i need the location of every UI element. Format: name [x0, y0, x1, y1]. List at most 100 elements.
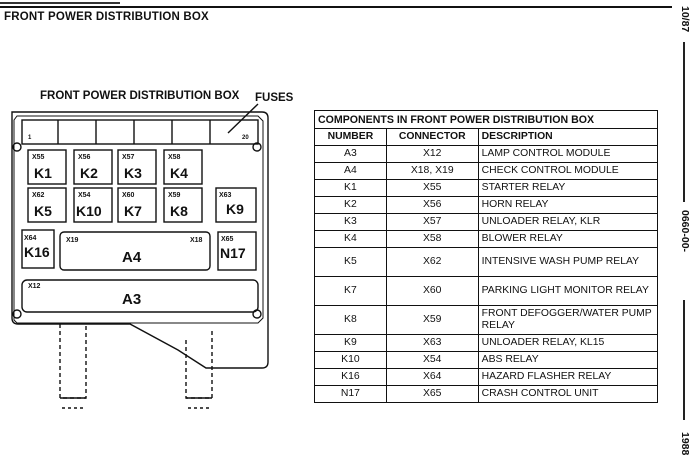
- relay-k8-label: K8: [170, 203, 188, 219]
- page-title: FRONT POWER DISTRIBUTION BOX: [4, 11, 209, 23]
- box-housing-outer: [11, 111, 269, 369]
- relay-k4: [163, 149, 203, 185]
- relay-k4-label: K4: [170, 165, 188, 181]
- relay-k5: [27, 187, 67, 223]
- module-a4-connector-left: X19: [66, 237, 79, 244]
- cell-number: K2: [314, 196, 387, 214]
- relay-k9-label: K9: [226, 201, 244, 217]
- relay-k9: [215, 187, 257, 223]
- cell-connector: X58: [385, 230, 479, 248]
- relay-k4-connector: X58: [168, 154, 181, 161]
- cell-description: HORN RELAY: [477, 196, 659, 214]
- cell-connector: X65: [385, 385, 479, 403]
- cell-description: CRASH CONTROL UNIT: [477, 385, 659, 403]
- relay-k7-connector: X60: [122, 192, 135, 199]
- table-caption-row: COMPONENTS IN FRONT POWER DISTRIBUTION B…: [314, 110, 658, 129]
- relay-k8-connector: X59: [168, 192, 181, 199]
- cell-number: A4: [314, 162, 387, 180]
- cell-number: K9: [314, 334, 387, 352]
- cell-description: LAMP CONTROL MODULE: [477, 145, 659, 163]
- cell-connector: X55: [385, 179, 479, 197]
- cell-number: K5: [314, 247, 387, 277]
- relay-k1-label: K1: [34, 165, 52, 181]
- cell-number: K3: [314, 213, 387, 231]
- cell-connector: X54: [385, 351, 479, 369]
- relay-k2: [73, 149, 113, 185]
- table-caption: COMPONENTS IN FRONT POWER DISTRIBUTION B…: [314, 110, 658, 129]
- module-k16-label: K16: [24, 244, 50, 260]
- cell-description: PARKING LIGHT MONITOR RELAY: [477, 276, 659, 306]
- side-year: 1988: [679, 432, 691, 456]
- fuses-label: FUSES: [255, 92, 294, 104]
- relay-k3-connector: X57: [122, 154, 135, 161]
- cell-connector: X59: [385, 305, 479, 335]
- cell-number: K7: [314, 276, 387, 306]
- top-rule: [0, 6, 672, 8]
- module-n17: [217, 231, 257, 271]
- cell-connector: X64: [385, 368, 479, 386]
- cell-description: UNLOADER RELAY, KLR: [477, 213, 659, 231]
- cell-connector: X62: [385, 247, 479, 277]
- relay-k10-label: K10: [76, 203, 102, 219]
- cell-description: STARTER RELAY: [477, 179, 659, 197]
- module-a4-connector-right: X18: [190, 237, 203, 244]
- power-distribution-box-diagram: 1 20 X55 K1 X56 K2 X57 K3 X58 K4 X62 K5 …: [11, 103, 269, 409]
- relay-k10: [73, 187, 113, 223]
- cell-description: BLOWER RELAY: [477, 230, 659, 248]
- module-a4: [59, 231, 211, 271]
- cell-description: INTENSIVE WASH PUMP RELAY: [477, 247, 659, 277]
- cell-number: K10: [314, 351, 387, 369]
- cell-description: FRONT DEFOGGER/WATER PUMP RELAY: [477, 305, 659, 335]
- module-a3: [21, 279, 259, 313]
- relay-k8: [163, 187, 203, 223]
- relay-k5-connector: X62: [32, 192, 45, 199]
- module-k16-connector: X64: [24, 235, 37, 242]
- module-a3-label: A3: [122, 291, 141, 308]
- cell-connector: X63: [385, 334, 479, 352]
- relay-k2-connector: X56: [78, 154, 91, 161]
- module-a4-label: A4: [122, 249, 142, 266]
- cell-connector: X56: [385, 196, 479, 214]
- cell-number: K4: [314, 230, 387, 248]
- cell-number: K1: [314, 179, 387, 197]
- cell-connector: X60: [385, 276, 479, 306]
- cell-number: K16: [314, 368, 387, 386]
- cell-connector: X18, X19: [385, 162, 479, 180]
- top-rule-short: [0, 2, 120, 4]
- fuse-first-number: 1: [28, 135, 32, 141]
- relay-k7-label: K7: [124, 203, 142, 219]
- relay-k10-connector: X54: [78, 192, 91, 199]
- relay-k1-connector: X55: [32, 154, 45, 161]
- side-rule-lower: [683, 300, 685, 420]
- bolt-top-right: [252, 142, 262, 152]
- relay-k3: [117, 149, 157, 185]
- components-table: COMPONENTS IN FRONT POWER DISTRIBUTION B…: [314, 110, 659, 403]
- box-housing-inner: [13, 115, 264, 324]
- side-code: 0660-00-: [679, 210, 691, 253]
- fuse-last-number: 20: [242, 135, 249, 141]
- mount-leg-left: [59, 324, 87, 399]
- table-header-row: NUMBER CONNECTOR DESCRIPTION: [314, 128, 659, 146]
- diagram-title: FRONT POWER DISTRIBUTION BOX: [40, 90, 240, 102]
- header-number: NUMBER: [314, 128, 387, 146]
- bolt-bottom-left: [12, 309, 22, 319]
- side-reference: 10/87: [679, 6, 691, 33]
- fuse-strip: [21, 119, 259, 145]
- module-a3-connector: X12: [28, 283, 41, 290]
- cell-connector: X57: [385, 213, 479, 231]
- side-rule-upper: [683, 42, 685, 202]
- module-k16: [21, 229, 55, 269]
- header-connector: CONNECTOR: [385, 128, 479, 146]
